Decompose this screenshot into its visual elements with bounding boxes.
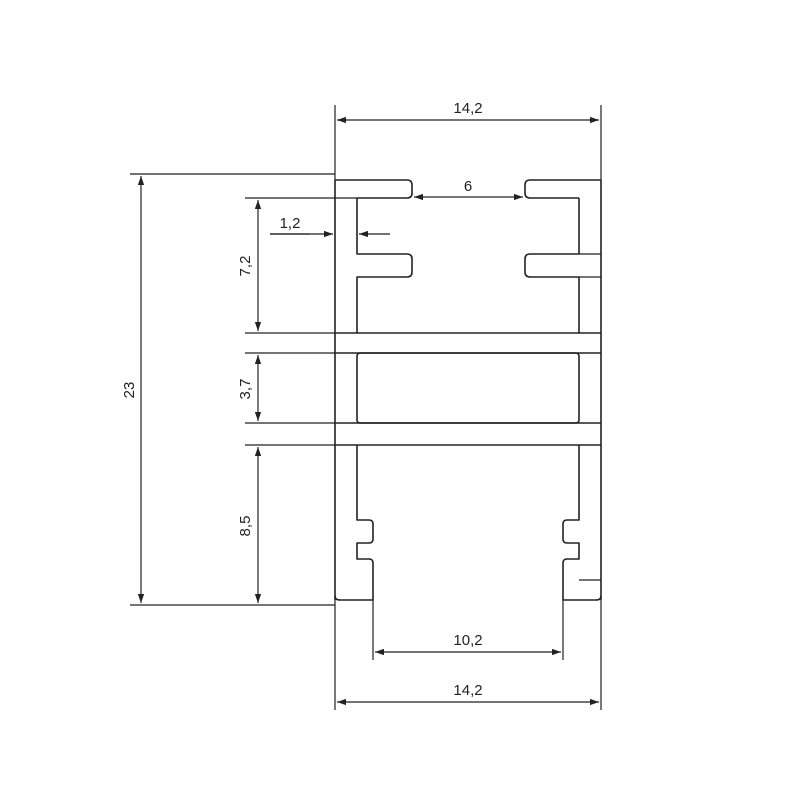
middle-height-label: 3,7 bbox=[237, 379, 254, 400]
bottom-width-label: 14,2 bbox=[453, 682, 482, 699]
slot-opening-label: 6 bbox=[464, 178, 472, 195]
top-width-label: 14,2 bbox=[453, 100, 482, 117]
wall-thickness-label: 1,2 bbox=[280, 215, 301, 232]
extension-lines bbox=[130, 105, 602, 710]
profile-outline bbox=[334, 179, 602, 601]
dimension-labels: 14,2 6 1,2 7,2 3,7 8,5 23 10,2 14,2 bbox=[121, 100, 483, 699]
bottom-opening-label: 10,2 bbox=[453, 632, 482, 649]
total-height-label: 23 bbox=[121, 382, 138, 399]
upper-height-label: 7,2 bbox=[237, 256, 254, 277]
lower-height-label: 8,5 bbox=[237, 516, 254, 537]
dimension-lines bbox=[137, 116, 599, 706]
